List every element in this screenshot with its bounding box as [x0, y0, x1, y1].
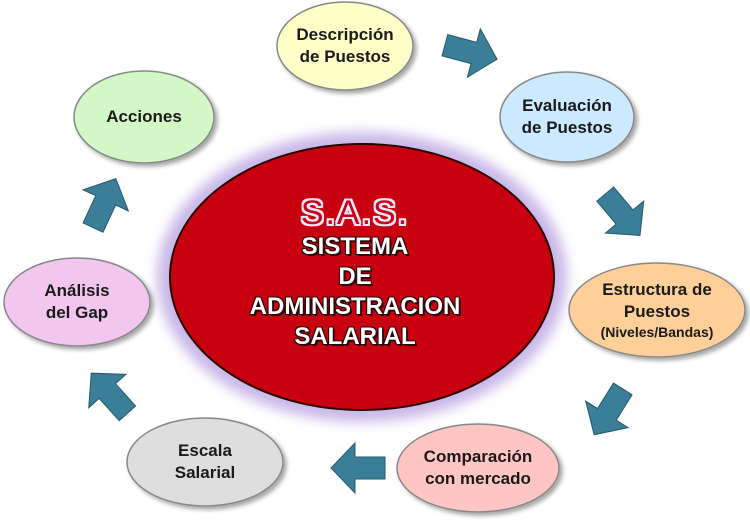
step-ellipse-estructura: [568, 262, 746, 358]
arrow-icon-6: [81, 177, 130, 233]
step-label-acciones: Acciones: [74, 81, 214, 153]
center-ellipse: [169, 143, 555, 411]
step-label-comparacion: Comparación con mercado: [397, 432, 559, 504]
step-ellipse-descripcion: [276, 1, 414, 91]
step-ellipse-evaluacion: [499, 71, 635, 163]
arrow-icon-1: [441, 27, 498, 79]
step-label-line: Análisis: [44, 281, 110, 300]
step-label-line: Comparación: [423, 447, 533, 466]
step-label-sub: (Niveles/Bandas): [600, 324, 714, 340]
step-label-line: Estructura de: [602, 280, 712, 299]
arrow-icon-3: [584, 382, 633, 436]
step-label-line: con mercado: [425, 469, 531, 488]
center-title-line-3: ADMINISTRACION: [249, 293, 461, 320]
step-label-line: de Puestos: [521, 118, 613, 137]
center-title-line-1: SISTEMA: [301, 233, 409, 260]
center-label: S.A.S. SISTEMA DE ADMINISTRACION SALARIA…: [200, 188, 510, 358]
step-label-line: Puestos: [623, 302, 691, 321]
center-title-line-2: DE: [338, 263, 372, 290]
step-ellipse-escala: [126, 417, 284, 507]
step-ellipse-acciones: [73, 70, 215, 164]
arrow-icon-5: [88, 372, 137, 422]
step-label-line: del Gap: [45, 303, 109, 322]
step-label-line: Escala: [178, 441, 232, 460]
step-label-line: Salarial: [174, 463, 236, 482]
step-label-line: Descripción: [296, 25, 394, 44]
step-label-line: Evaluación: [522, 96, 612, 115]
step-label-analisis: Análisis del Gap: [4, 266, 150, 338]
step-ellipse-analisis: [3, 257, 151, 347]
step-label-line: Acciones: [106, 107, 182, 126]
arrow-icon-4: [330, 441, 386, 495]
center-acronym: S.A.S.: [300, 194, 410, 232]
step-label-descripcion: Descripción de Puestos: [277, 10, 413, 82]
step-label-estructura: Estructura de Puestos (Niveles/Bandas): [569, 272, 745, 348]
step-label-evaluacion: Evaluación de Puestos: [500, 81, 634, 153]
center-title-line-4: SALARIAL: [294, 323, 416, 350]
step-label-line: de Puestos: [299, 47, 391, 66]
arrow-icon-2: [596, 186, 645, 236]
step-label-escala: Escala Salarial: [127, 426, 283, 498]
step-ellipse-comparacion: [396, 423, 560, 513]
